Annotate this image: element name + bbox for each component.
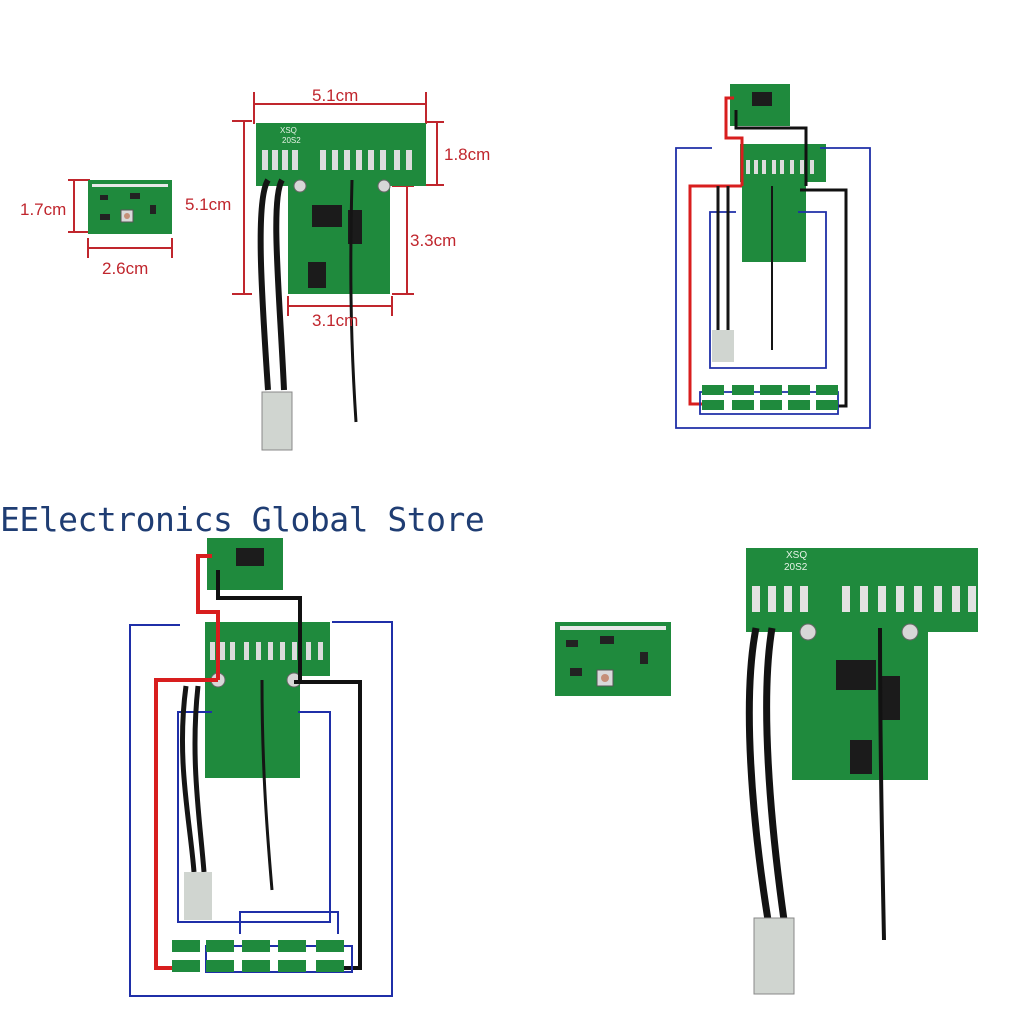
silkscreen-brand-bottom: XSQ: [786, 550, 808, 561]
lower-width-label: 3.1cm: [312, 311, 359, 330]
silkscreen-brand-top: XSQ: [280, 126, 297, 135]
store-watermark: EElectronics Global Store: [0, 500, 485, 539]
main-height-label: 5.1cm: [185, 195, 232, 214]
small-width-label: 2.6cm: [102, 259, 149, 278]
lower-height-label: 3.3cm: [410, 231, 457, 250]
main-width-label: 5.1cm: [312, 86, 359, 105]
small-height-label: 1.7cm: [20, 200, 67, 219]
tab-height-label: 1.8cm: [444, 145, 491, 164]
silkscreen-code-top: 20S2: [282, 136, 301, 145]
silkscreen-code-bottom: 20S2: [784, 562, 808, 573]
